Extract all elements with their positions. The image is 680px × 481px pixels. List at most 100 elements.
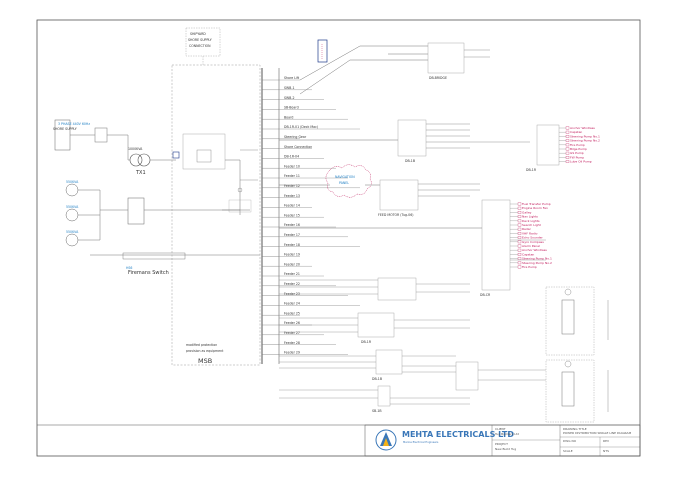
- feeder-label: SB-Board: [284, 106, 299, 110]
- feeder-label: Feeder 11: [284, 174, 300, 178]
- load-marker: [517, 261, 522, 265]
- firemans-switch-label: Firemans Switch: [128, 270, 169, 276]
- msb-note-2: provision as equipment: [186, 349, 224, 353]
- panel-db-cr: DB-CR: [480, 293, 491, 297]
- load-label: Steering Pump No.1: [570, 134, 600, 138]
- load-marker: [517, 215, 522, 218]
- bridge-box: [317, 39, 328, 63]
- shipyard-box-line2: SHORE SUPPLY: [188, 38, 212, 42]
- panel-db-1b-low: DB-1B: [372, 377, 382, 381]
- navy-box-line1: NAVIGATION: [335, 175, 355, 179]
- load-label: Fire Pump: [570, 143, 585, 147]
- load-marker: [565, 147, 570, 151]
- firemans-code: HS6: [126, 266, 132, 270]
- gen-rating-1: 550KVA: [66, 180, 79, 184]
- feeder-label: Shore Lift: [284, 76, 300, 80]
- load-label: Fire Pump: [522, 265, 537, 269]
- load-label: Nav Lights: [522, 215, 538, 219]
- panel-db-bridge: DB-BRIDGE: [429, 76, 447, 80]
- feeder-label: Feeder 29: [284, 351, 300, 355]
- generator-1: 550KVA: [65, 180, 100, 197]
- load-label: GS Pump: [570, 151, 584, 155]
- generator-2: 550KVA: [65, 205, 100, 222]
- client-value: Tug Builders Ltd: [494, 432, 519, 436]
- load-label: Engine Room Fan: [522, 206, 548, 210]
- load-marker: [565, 135, 570, 138]
- company-logo: [375, 429, 397, 451]
- dwg-no-label: DWG NO: [563, 439, 577, 443]
- load-label: Echo Sounder: [522, 236, 544, 240]
- title-block: [364, 424, 641, 457]
- load-marker: [517, 211, 522, 214]
- project-value: New Build Tug: [495, 447, 516, 451]
- feeder-label: Feeder 28: [284, 341, 300, 345]
- navy-box-line2: PANEL: [339, 181, 349, 185]
- feeder-label: Feeder 27: [284, 331, 300, 335]
- feeder-label: Steering Gear: [284, 135, 307, 139]
- feeder-label: Feeder 20: [284, 262, 300, 266]
- feeder-label: Feeder 25: [284, 311, 300, 315]
- drawing-title-value: POWER DISTRIBUTION SINGLE LINE DIAGRAM: [563, 431, 632, 435]
- msb-label: MSB: [198, 357, 212, 365]
- feeder-label: Feeder 22: [284, 282, 300, 286]
- panel-feed-motor: FEED MOTOR (Tug-06): [378, 213, 413, 217]
- feeder-label: DB-1R-04: [284, 155, 299, 159]
- feeder-label: SWB-2: [284, 96, 295, 100]
- load-label: Lube Oil Pump: [570, 160, 592, 164]
- load-marker: [565, 139, 570, 142]
- load-label: Steering Pump No.1: [522, 257, 552, 261]
- load-marker: [517, 206, 522, 210]
- load-marker: [517, 219, 522, 223]
- load-label: Steering Pump No.2: [570, 139, 600, 143]
- sheet-border: [36, 19, 641, 457]
- load-label: Galley: [522, 210, 532, 214]
- load-marker: [517, 232, 522, 235]
- load-marker: [517, 253, 522, 256]
- feeder-label: Feeder 17: [284, 233, 300, 237]
- drawing-title-label: DRAWING TITLE: [563, 427, 587, 431]
- feeder-label: Feeder 26: [284, 321, 300, 325]
- project-label: PROJECT: [495, 442, 508, 446]
- company-tagline: Marine Electrical Engineers: [403, 440, 439, 444]
- tx-rating: 1000KVA: [128, 147, 143, 151]
- load-label: Gyro Compass: [522, 240, 544, 244]
- gen-rating-3: 550KVA: [66, 230, 79, 234]
- panel-db-1r-low: DB-1R: [361, 340, 372, 344]
- load-marker: [517, 244, 522, 248]
- load-marker: [517, 257, 522, 260]
- load-marker: [565, 126, 570, 130]
- feeder-label: SWB-1: [284, 86, 295, 90]
- shore-note: 3 PHASE 440V 60Hz: [58, 122, 90, 126]
- load-label: Capstan: [522, 252, 534, 256]
- panel-db-1b: DB-1B: [405, 159, 415, 163]
- msb-boundary: [171, 64, 261, 366]
- load-label: Steering Pump No.2: [522, 261, 552, 265]
- load-label: Search Light: [522, 223, 542, 227]
- load-label: Anchor Windlass: [570, 126, 595, 130]
- load-label: Radar: [522, 227, 532, 231]
- load-marker: [517, 236, 522, 239]
- feeder-label: Feeder 10: [284, 164, 300, 168]
- feeder-label: Board: [284, 115, 293, 119]
- shipyard-box-line3: CONNECTION: [189, 44, 211, 48]
- load-label: VHF Radio: [522, 231, 538, 235]
- feeder-label: Feeder 15: [284, 213, 300, 217]
- feeder-label: Shore Connection: [284, 145, 312, 149]
- generator-3: 550KVA: [65, 230, 100, 247]
- company-name: MEHTA ELECTRICALS LTD: [402, 430, 514, 439]
- load-marker: [565, 160, 570, 163]
- feeder-label: Feeder 19: [284, 253, 300, 257]
- load-label: FW Pump: [570, 155, 584, 159]
- feeder-label: Feeder 14: [284, 204, 300, 208]
- feeder-label: Feeder 21: [284, 272, 300, 276]
- feeder-label: Feeder 16: [284, 223, 300, 227]
- scale-label: SCALE: [563, 449, 573, 453]
- load-marker: [517, 240, 522, 244]
- gen-rating-2: 550KVA: [66, 205, 79, 209]
- load-label: Alarm Panel: [522, 244, 540, 248]
- load-marker: [565, 130, 570, 134]
- load-label: Capstan: [570, 130, 582, 134]
- msb-note-1: modified protection: [186, 343, 217, 347]
- load-marker: [517, 248, 522, 252]
